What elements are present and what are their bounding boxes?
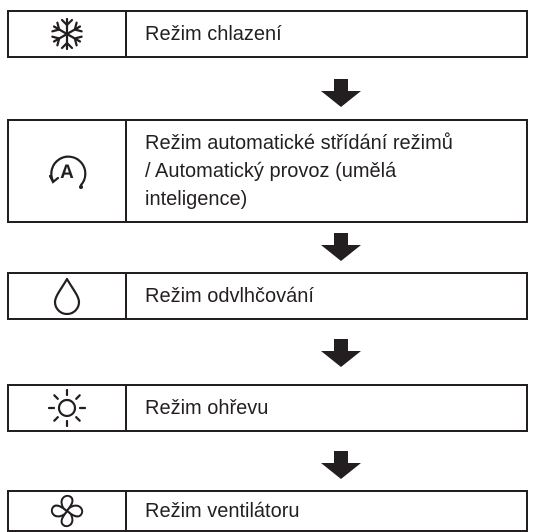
mode-icon-cell: A [9, 121, 127, 221]
mode-label-line: Režim ohřevu [145, 397, 269, 419]
mode-label-line: / Automatický provoz (umělá [145, 160, 397, 182]
mode-row-dry: Režim odvlhčování [7, 272, 528, 320]
mode-row-cooling: Režim chlazení [7, 10, 528, 58]
mode-label-line: inteligence) [145, 188, 248, 210]
svg-text:A: A [60, 162, 74, 183]
mode-icon-cell [9, 274, 127, 318]
fan-icon [50, 494, 84, 528]
down-arrow-icon [321, 451, 361, 479]
down-arrow-icon [321, 233, 361, 261]
auto-a-icon: A [48, 155, 87, 189]
mode-label: Režim chlazení [127, 12, 526, 56]
mode-row-heat: Režim ohřevu [7, 384, 528, 432]
mode-label: Režim odvlhčování [127, 274, 526, 318]
down-arrow-icon [321, 79, 361, 107]
mode-row-fan: Režim ventilátoru [7, 490, 528, 532]
mode-icon-cell [9, 492, 127, 530]
snowflake-icon [50, 17, 84, 51]
mode-row-auto: A Režim automatické střídání režimů / Au… [7, 119, 528, 223]
mode-label: Režim automatické střídání režimů / Auto… [127, 121, 526, 221]
water-drop-icon [53, 277, 81, 315]
mode-label-line: Režim chlazení [145, 23, 282, 45]
mode-icon-cell [9, 386, 127, 430]
sun-icon [47, 388, 87, 428]
mode-icon-cell [9, 12, 127, 56]
mode-label-line: Režim odvlhčování [145, 285, 314, 307]
mode-label: Režim ohřevu [127, 386, 526, 430]
down-arrow-icon [321, 339, 361, 367]
mode-label-line: Režim ventilátoru [145, 500, 300, 522]
mode-label-line: Režim automatické střídání režimů [145, 132, 453, 154]
mode-label: Režim ventilátoru [127, 492, 526, 530]
